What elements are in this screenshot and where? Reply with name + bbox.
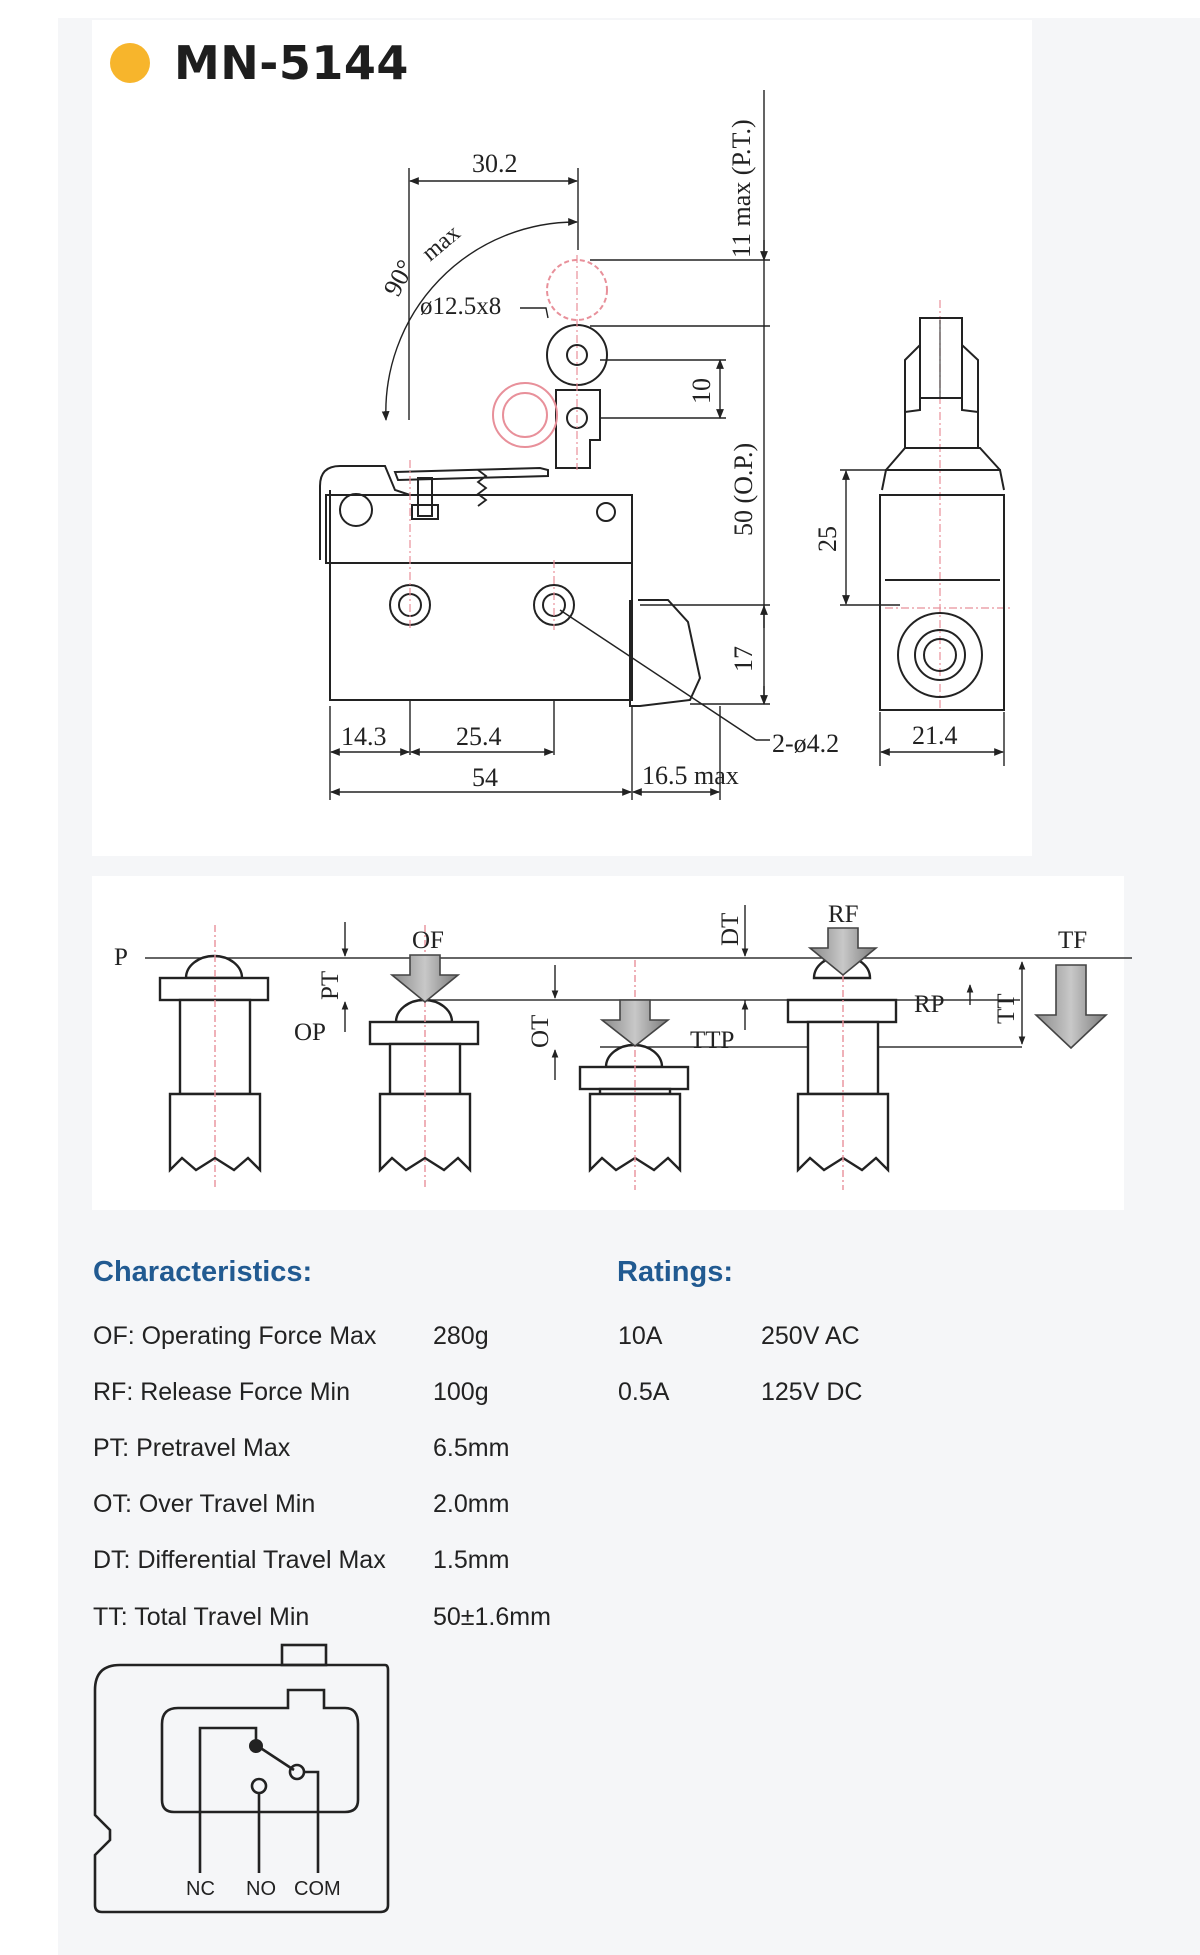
dim-21-4: 21.4 <box>912 721 958 750</box>
char-value-rf: 100g <box>433 1378 489 1406</box>
dim-op: 50 (O.P.) <box>729 443 758 536</box>
dim-30-2: 30.2 <box>472 149 518 178</box>
rating-current-2: 0.5A <box>618 1378 670 1406</box>
dim-25-4: 25.4 <box>456 722 502 751</box>
char-label-of: OF: Operating Force Max <box>93 1322 377 1350</box>
char-label-rf: RF: Release Force Min <box>93 1378 351 1406</box>
label-dt: DT <box>717 913 744 946</box>
dim-holes: 2-ø4.2 <box>772 729 839 758</box>
dim-54: 54 <box>472 763 498 792</box>
char-value-dt: 1.5mm <box>433 1546 510 1574</box>
ratings-heading: Ratings: <box>617 1256 733 1288</box>
label-p: P <box>114 944 128 971</box>
char-value-of: 280g <box>433 1322 489 1350</box>
label-op: OP <box>294 1019 326 1046</box>
char-value-pt: 6.5mm <box>433 1434 510 1462</box>
terminal-nc: NC <box>186 1878 215 1900</box>
char-value-ot: 2.0mm <box>433 1490 510 1518</box>
char-label-ot: OT: Over Travel Min <box>93 1490 316 1518</box>
drawing-panel <box>92 20 1032 856</box>
char-label-dt: DT: Differential Travel Max <box>93 1546 386 1574</box>
dim-25: 25 <box>813 526 842 552</box>
product-title: MN-5144 <box>174 36 409 90</box>
dim-14-3: 14.3 <box>341 722 387 751</box>
label-of: OF <box>412 927 444 954</box>
dim-16-5: 16.5 max <box>642 761 739 790</box>
label-rf: RF <box>828 901 859 928</box>
title-block: MN-5144 <box>110 36 409 90</box>
label-pt: PT <box>317 971 344 1000</box>
rating-voltage-2: 125V DC <box>761 1378 863 1406</box>
dim-pt-max: 11 max (P.T.) <box>727 119 756 258</box>
dim-17: 17 <box>729 646 758 672</box>
char-label-pt: PT: Pretravel Max <box>93 1434 291 1462</box>
dim-10: 10 <box>687 378 716 404</box>
label-tt: TT <box>993 993 1020 1024</box>
dim-roller: ø12.5x8 <box>420 293 501 320</box>
label-ttp: TTP <box>690 1027 734 1054</box>
rating-current-1: 10A <box>618 1322 663 1350</box>
dimension-drawing: 30.2 90° max ø12.5x8 11 max (P.T.) 10 50… <box>319 90 1010 800</box>
characteristics-heading: Characteristics: <box>93 1256 313 1288</box>
char-value-tt: 50±1.6mm <box>433 1603 551 1631</box>
rating-voltage-1: 250V AC <box>761 1322 860 1350</box>
bullet-dot-icon <box>110 43 150 83</box>
side-view <box>879 317 1005 711</box>
terminal-com: COM <box>294 1878 341 1900</box>
travel-diagram: P OP PT OF OT TTP DT RF RP TT TF <box>114 901 1132 1190</box>
label-rp: RP <box>914 991 945 1018</box>
terminal-no: NO <box>246 1878 276 1900</box>
label-tf: TF <box>1058 927 1087 954</box>
char-label-tt: TT: Total Travel Min <box>93 1603 310 1631</box>
label-ot: OT <box>527 1015 554 1048</box>
